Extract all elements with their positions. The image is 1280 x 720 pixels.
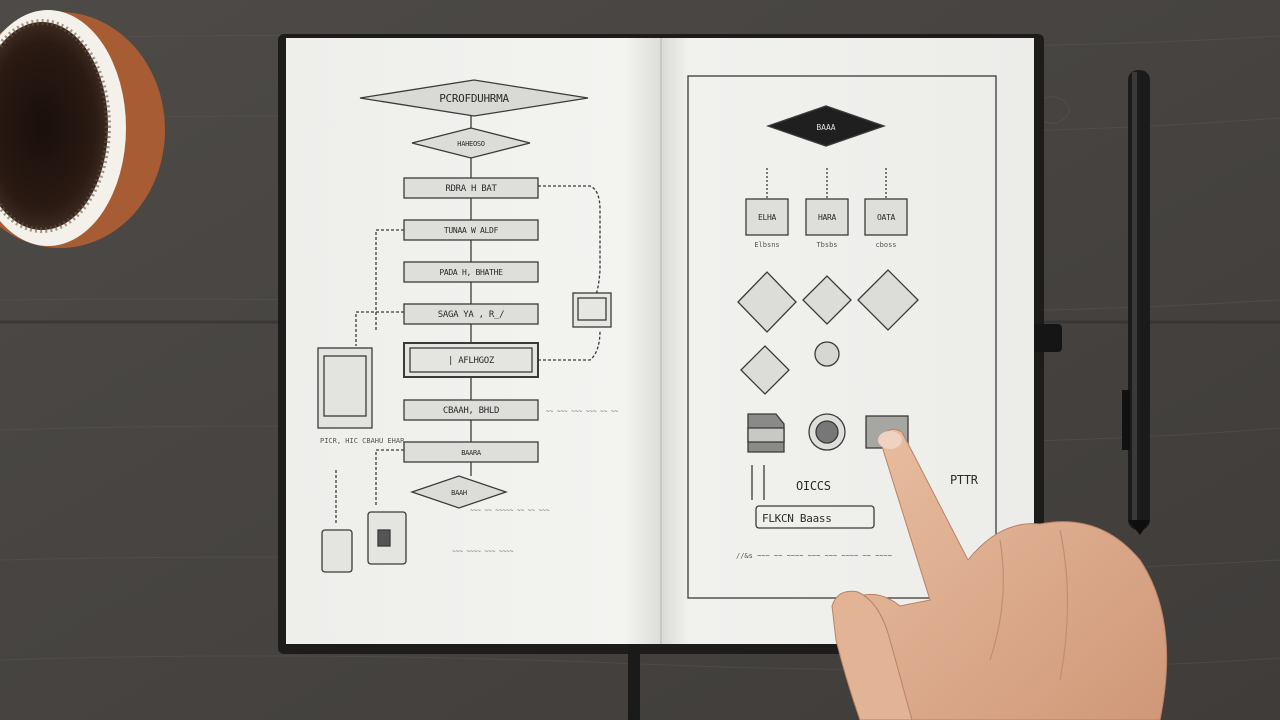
title-diamond — [359, 79, 589, 117]
process-box — [745, 198, 789, 236]
handwritten-note: //&s ~~~ ~~ ~~~~ ~~~ ~~~ ~~~~ ~~ ~~~~ — [736, 552, 892, 560]
decision-diamond — [740, 345, 790, 395]
box-caption: Elbsns — [754, 241, 779, 249]
box-caption: Tbsbs — [816, 241, 837, 249]
thumb — [831, 590, 913, 720]
step-box-inner — [409, 347, 533, 373]
decision-diamond-2 — [409, 475, 509, 509]
side-note: PICR, HIC CBAHU EHAR — [320, 437, 405, 445]
right-page-text: BAAA ELHA HARA OATA Elbsns Tbsbs cboss O… — [736, 123, 979, 560]
step-label: | AFLHGOZ — [448, 356, 495, 366]
box-label: ELHA — [758, 213, 777, 222]
top-decision-label: BAAA — [816, 123, 835, 132]
box-label: OATA — [877, 213, 896, 222]
step-label: SAGA YA , R_/ — [438, 310, 505, 320]
process-box — [805, 198, 849, 236]
right-flowchart — [687, 75, 997, 599]
phone-sketch — [321, 529, 353, 573]
decision-label: BAAH — [451, 489, 467, 497]
coffee-mug — [0, 10, 165, 248]
step-boxes — [403, 177, 539, 463]
side-document-sketch — [317, 347, 373, 429]
step-label: TUNAA W ALDF — [444, 226, 499, 235]
step-label: RDRA H BAT — [445, 184, 497, 194]
top-decision-diamond — [766, 105, 886, 147]
handwritten-note: ~~~ ~~ ~~~~~ ~~ ~~ ~~~ — [470, 507, 550, 514]
bookmark-ribbon — [628, 640, 640, 720]
pen — [1122, 70, 1150, 535]
decision-diamond — [857, 269, 919, 331]
process-box — [864, 198, 908, 236]
left-page-text: PCROFDUHRMA HAHEOSO RDRA H BAT TUNAA W A… — [320, 92, 619, 555]
decision-diamond — [802, 275, 852, 325]
elastic-band — [1032, 324, 1062, 352]
step-label: PADA H, BHATHE — [439, 268, 503, 277]
flowchart-title: PCROFDUHRMA — [439, 92, 509, 105]
box-label: HARA — [818, 213, 837, 222]
handwritten-note: ~~ ~~~ ~~~ ~~~ ~~ ~~ — [546, 408, 619, 415]
left-flowchart — [317, 79, 612, 573]
step-label: CBAAH, BHLD — [443, 406, 499, 416]
pointing-hand — [831, 428, 1168, 720]
decision-diamond — [411, 127, 531, 159]
decision-diamond — [737, 271, 797, 333]
decision-label: HAHEOSO — [457, 140, 484, 148]
step-label: BAARA — [461, 449, 482, 457]
connector-circle — [814, 341, 840, 367]
lower-text: OICCS — [796, 479, 831, 493]
output-label: FLKCN Baass — [762, 512, 832, 525]
output-box — [755, 505, 875, 529]
handwritten-note: ~~~ ~~~~ ~~~ ~~~~ — [452, 548, 514, 555]
right-label: PTTR — [950, 473, 979, 487]
fingernail — [878, 431, 902, 449]
side-screen-sketch — [572, 292, 612, 328]
box-caption: cboss — [875, 241, 896, 249]
